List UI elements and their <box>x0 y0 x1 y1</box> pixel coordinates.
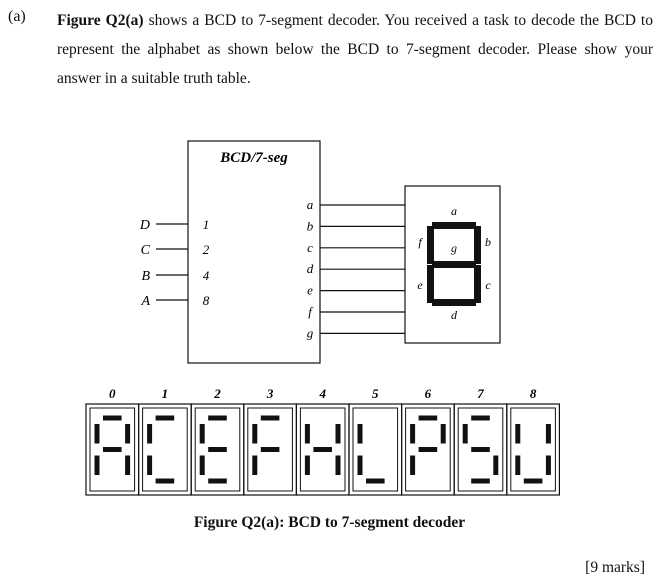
display-segment-e <box>427 265 434 303</box>
display-label-g: g <box>451 241 457 255</box>
input-weight-4: 4 <box>203 268 210 283</box>
input-weight-8: 8 <box>203 293 210 308</box>
output-label-c: c <box>307 240 313 255</box>
alphabet-cell-4: 4 <box>295 386 350 496</box>
input-label-A: A <box>140 294 150 309</box>
alphabet-index-6: 6 <box>425 386 432 401</box>
alphabet-inner-frame <box>247 407 293 492</box>
alphabet-inner-frame <box>299 407 346 492</box>
output-label-f: f <box>308 304 314 319</box>
alphabet-index-4: 4 <box>318 386 326 401</box>
alphabet-inner-frame <box>405 407 451 492</box>
display-label-bg <box>446 240 462 256</box>
question-body: shows a BCD to 7-segment decoder. You re… <box>57 12 653 87</box>
display-segment-b <box>474 226 481 264</box>
alphabet-index-8: 8 <box>530 386 537 401</box>
display-segment-f <box>427 226 434 264</box>
alphabet-inner-frame <box>457 407 504 492</box>
decoder-box <box>187 140 321 364</box>
alphabet-cell-1: 1 <box>138 386 192 496</box>
display-label-b: b <box>485 235 491 249</box>
figure-caption: Figure Q2(a): BCD to 7-segment decoder <box>193 514 466 531</box>
output-label-e: e <box>307 283 313 298</box>
input-weight-1: 1 <box>203 217 210 232</box>
output-label-b: b <box>307 218 314 233</box>
output-label-a: a <box>307 197 314 212</box>
input-label-C: C <box>141 243 151 258</box>
alphabet-index-3: 3 <box>266 386 274 401</box>
input-label-B: B <box>141 269 150 284</box>
alphabet-cell-7: 7 <box>453 386 508 496</box>
display-label-a: a <box>451 204 457 218</box>
alphabet-cell-2: 2 <box>190 386 245 496</box>
alphabet-index-1: 1 <box>162 386 169 401</box>
alphabet-index-7: 7 <box>477 386 484 401</box>
display-label-c: c <box>485 278 491 292</box>
marks: [9 marks] <box>585 559 645 576</box>
alphabet-index-0: 0 <box>109 386 116 401</box>
alphabet-index-2: 2 <box>213 386 221 401</box>
alphabet-inner-frame <box>510 407 556 492</box>
alphabet-inner-frame <box>194 407 241 492</box>
alphabet-cell-5: 5 <box>348 386 403 496</box>
display-segment-c <box>474 265 481 303</box>
alphabet-cell-8: 8 <box>506 386 560 496</box>
alphabet-inner-frame <box>142 407 188 492</box>
display-label-e: e <box>417 278 423 292</box>
figure-reference: Figure Q2(a) <box>57 12 144 29</box>
alphabet-inner-frame <box>352 407 399 492</box>
question-label: (a) <box>8 8 26 25</box>
decoder-title: BCD/7-seg <box>219 150 288 166</box>
input-label-D: D <box>139 218 150 233</box>
alphabet-index-5: 5 <box>372 386 379 401</box>
input-weight-2: 2 <box>203 242 210 257</box>
alphabet-inner-frame <box>89 407 136 492</box>
output-label-d: d <box>307 261 314 276</box>
output-label-g: g <box>307 325 314 340</box>
question-text: Figure Q2(a) shows a BCD to 7-segment de… <box>57 6 653 93</box>
display-label-d: d <box>451 308 458 322</box>
display-segment-d <box>432 299 476 306</box>
display-segment-a <box>432 222 476 229</box>
display-label-f: f <box>418 235 423 249</box>
alphabet-cell-6: 6 <box>401 386 455 496</box>
seven-segment-box <box>404 185 501 344</box>
display-segment-g <box>432 261 476 268</box>
alphabet-cell-3: 3 <box>243 386 298 496</box>
alphabet-cell-0: 0 <box>85 386 140 496</box>
alphabet-frame <box>506 403 560 496</box>
